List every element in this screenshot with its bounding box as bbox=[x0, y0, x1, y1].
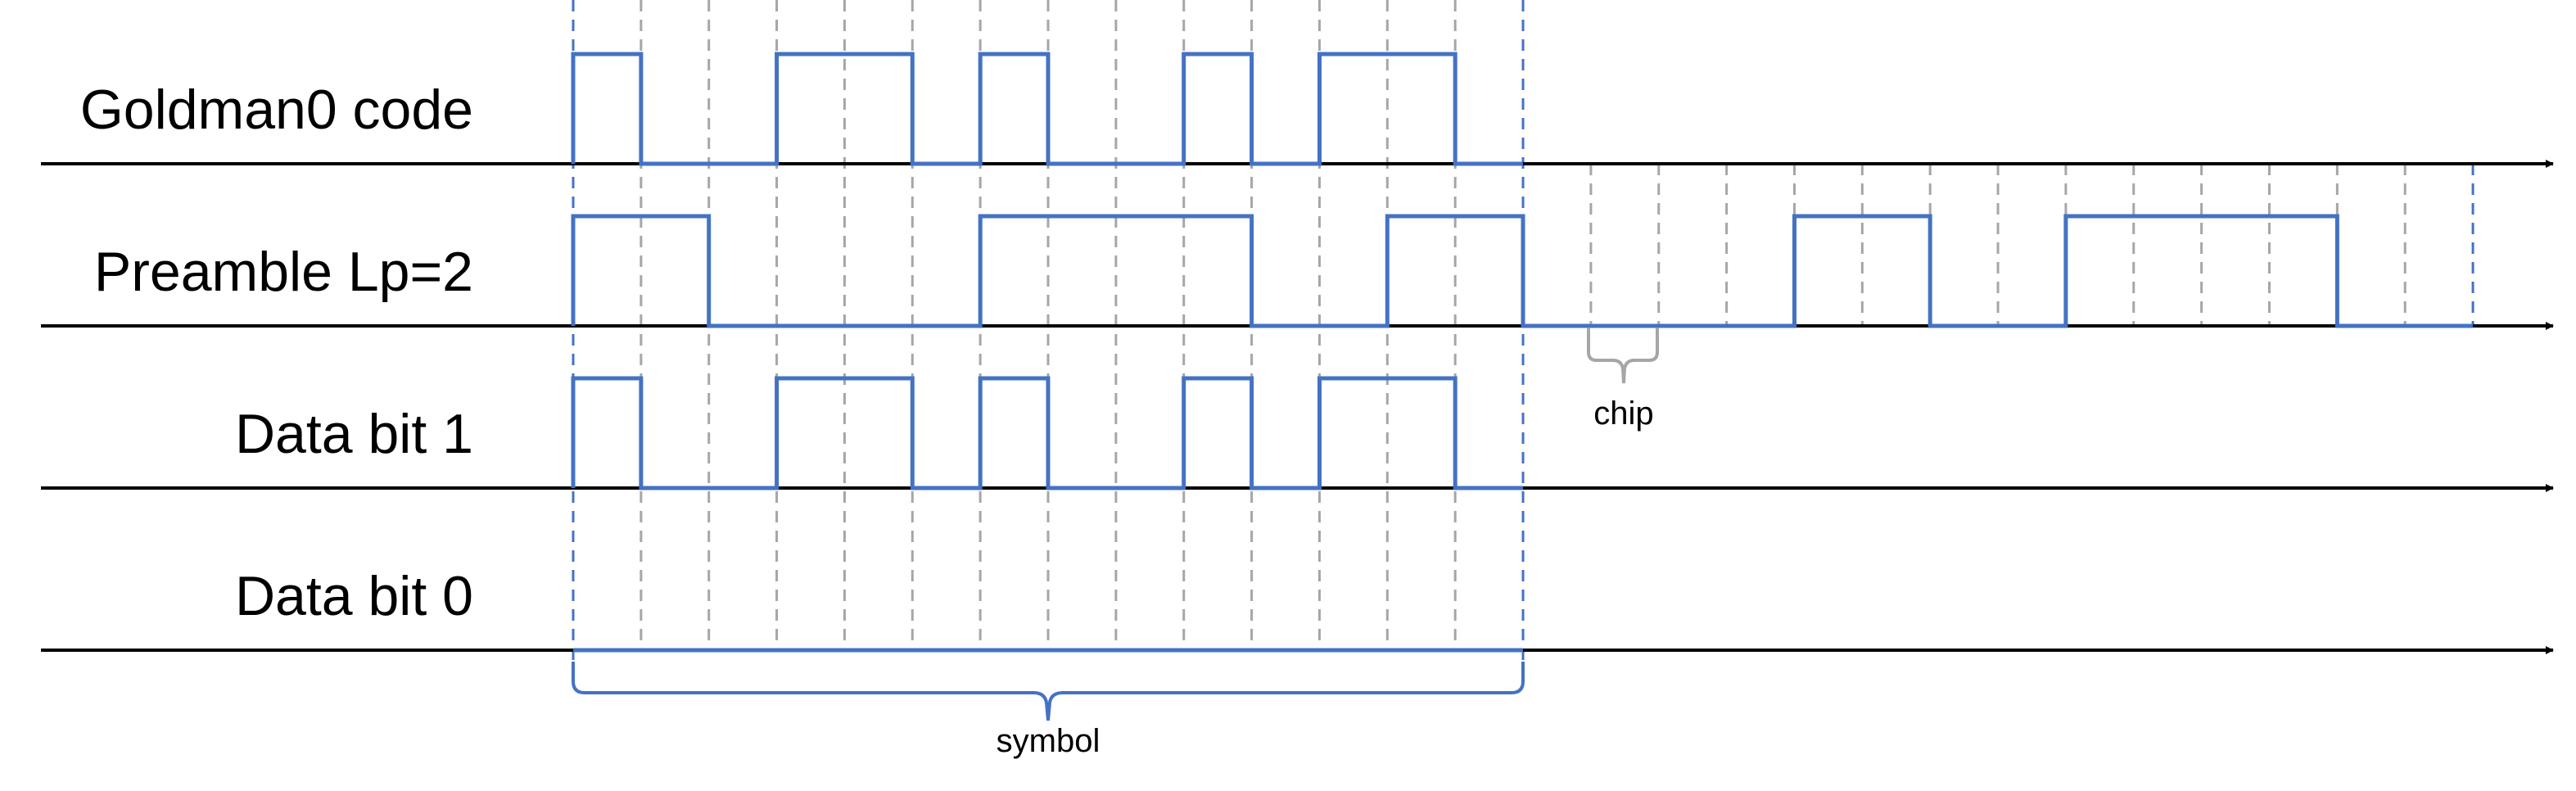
row-label-goldman0-code: Goldman0 code bbox=[80, 79, 473, 141]
waveform-data-bit-1 bbox=[571, 376, 1523, 490]
symbol-boundary-lines bbox=[572, 0, 2474, 662]
row-label-data-bit-1: Data bit 1 bbox=[235, 403, 473, 465]
row-label-preamble: Preamble Lp=2 bbox=[94, 241, 473, 303]
symbol-brace bbox=[572, 662, 1525, 721]
chip-label: chip bbox=[1593, 396, 1653, 432]
waveforms bbox=[571, 52, 2474, 653]
symbol-label: symbol bbox=[997, 723, 1100, 759]
waveform-preamble bbox=[571, 214, 2474, 328]
chip-brace bbox=[1587, 328, 1659, 384]
row-label-data-bit-0: Data bit 0 bbox=[235, 565, 473, 627]
waveform-goldman0-code bbox=[571, 52, 1523, 166]
